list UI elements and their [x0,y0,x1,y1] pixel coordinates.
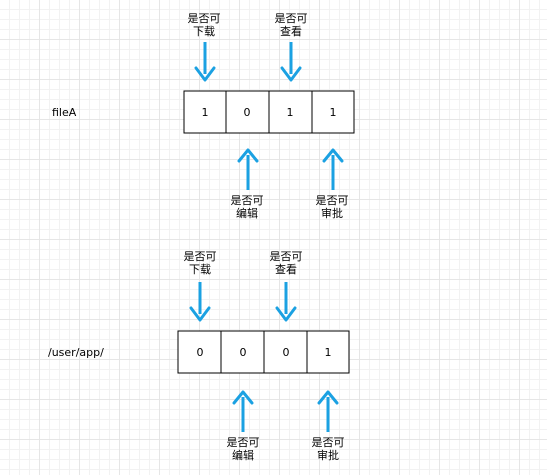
up-arrow-approve [322,148,344,190]
down-arrow-view [275,282,297,322]
down-arrow-download [194,42,216,82]
bit-value-view: 0 [283,346,290,359]
svg-text:查看: 查看 [275,262,297,276]
svg-text:是否可: 是否可 [316,194,349,207]
group-user-app: /user/app/ 0 0 0 1 是否可 下载 是否可 查看 [48,250,350,462]
bit-value-view: 1 [287,106,294,119]
group-name: /user/app/ [48,346,104,359]
svg-text:下载: 下载 [193,25,215,38]
up-arrow-approve [317,390,339,432]
svg-text:是否可: 是否可 [270,250,303,263]
up-arrow-edit [237,148,259,190]
bit-cell-approve [306,330,350,374]
svg-text:是否可: 是否可 [188,12,221,25]
bit-cell-edit [220,330,265,374]
svg-text:是否可: 是否可 [227,436,260,449]
bit-value-edit: 0 [240,346,247,359]
bit-cell-download [183,90,227,134]
svg-text:审批: 审批 [321,206,343,220]
bit-cells: 1 0 1 1 [183,90,355,134]
bit-value-approve: 1 [325,346,332,359]
svg-text:下载: 下载 [189,263,211,276]
down-arrow-view [280,42,302,82]
label-edit: 是否可 编辑 [231,194,264,220]
up-arrow-edit [232,390,254,432]
label-view: 是否可 查看 [275,12,308,38]
bit-value-download: 0 [197,346,204,359]
label-approve: 是否可 审批 [316,194,349,220]
bit-cell-approve [311,90,355,134]
svg-text:是否可: 是否可 [231,194,264,207]
svg-text:是否可: 是否可 [184,250,217,263]
svg-text:是否可: 是否可 [312,436,345,449]
label-download: 是否可 下载 [188,12,221,38]
group-filea: fileA 1 0 1 1 是否可 下载 是否可 查看 [52,12,355,220]
label-view: 是否可 查看 [270,250,303,276]
bit-cells: 0 0 0 1 [177,330,350,374]
bit-value-download: 1 [202,106,209,119]
bit-cell-edit [225,90,270,134]
group-name: fileA [52,106,77,119]
svg-text:查看: 查看 [280,24,302,38]
down-arrow-download [189,282,211,322]
svg-text:编辑: 编辑 [232,448,254,462]
label-download: 是否可 下载 [184,250,217,276]
svg-text:是否可: 是否可 [275,12,308,25]
svg-text:编辑: 编辑 [236,206,258,220]
bit-value-approve: 1 [330,106,337,119]
label-edit: 是否可 编辑 [227,436,260,462]
svg-text:审批: 审批 [317,448,339,462]
label-approve: 是否可 审批 [312,436,345,462]
bit-value-edit: 0 [244,106,251,119]
bit-cell-view [268,90,313,134]
